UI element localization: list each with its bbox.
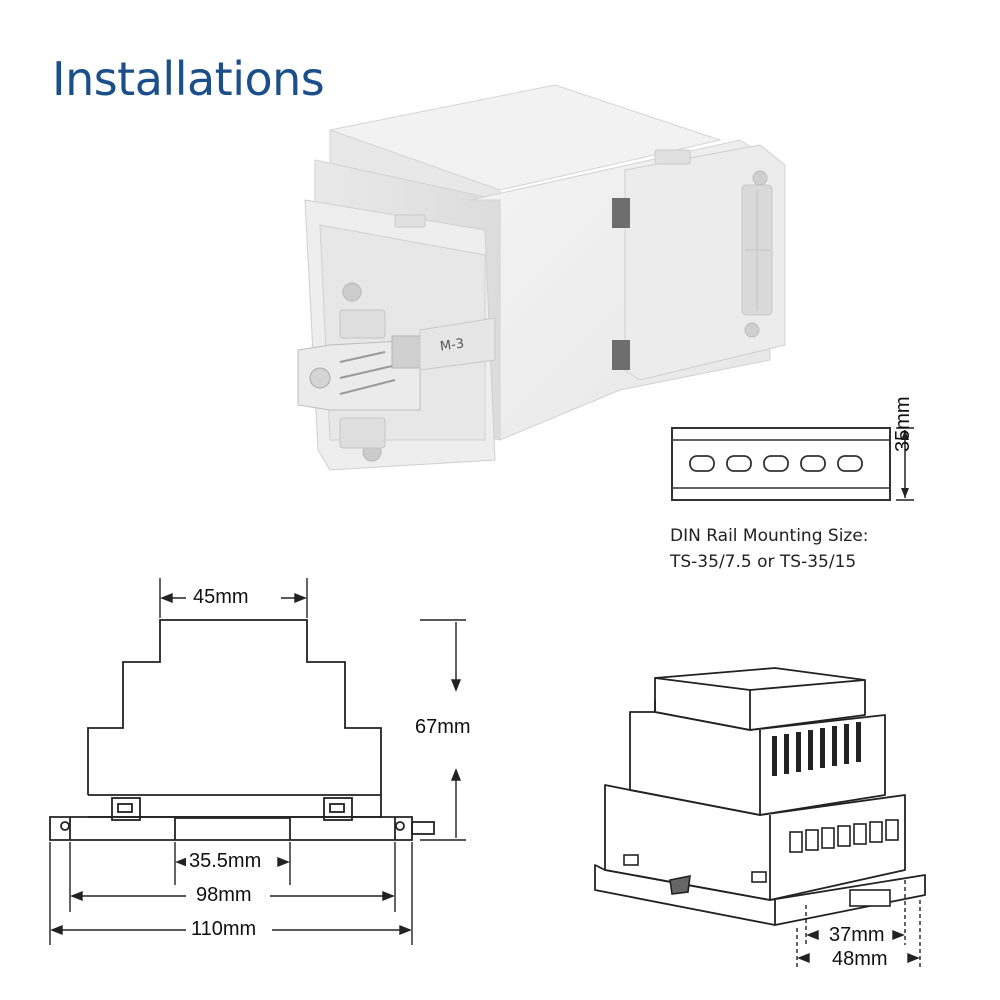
rail-caption-line1: DIN Rail Mounting Size: — [670, 526, 869, 546]
rail-height-label: 35mm — [892, 396, 914, 452]
dim-rail-clip-width: 37mm — [826, 924, 888, 947]
dim-overall-width: 110mm — [188, 918, 260, 941]
dim-top-width: 45mm — [190, 586, 252, 609]
dim-height: 67mm — [412, 716, 474, 739]
dim-hole-spacing: 98mm — [193, 884, 255, 907]
dim-base-width: 48mm — [829, 948, 891, 971]
rail-caption-line2: TS-35/7.5 or TS-35/15 — [670, 552, 857, 572]
page-title: Installations — [52, 52, 325, 106]
dim-clip-width: 35.5mm — [186, 850, 265, 873]
